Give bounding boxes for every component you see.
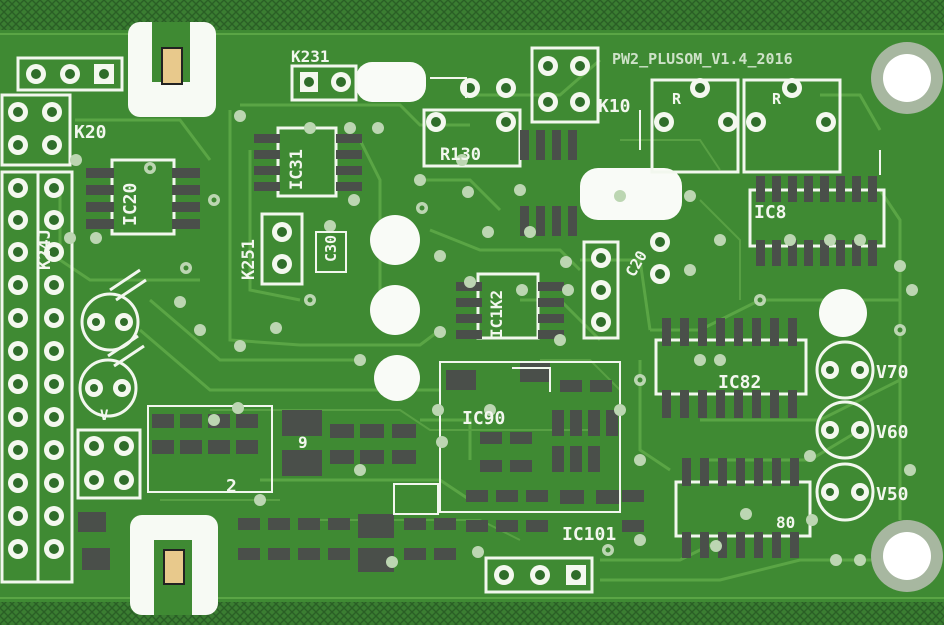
label-r2: R [772,90,782,108]
pins-80 [76,428,142,500]
label-v50: V50 [876,484,909,505]
mounting-holes [356,62,867,401]
relay-left [650,78,740,174]
label-ic101: IC101 [562,524,616,545]
label-ic20: IC20 [120,183,141,226]
label-board-title: PW2_PLUSOM_V1.4_2016 [612,50,793,68]
label-ic8: IC8 [754,202,787,223]
bottom-pins [484,556,594,594]
k10-pins [530,46,600,124]
label-ic31: IC31 [287,149,307,190]
label-k10: K10 [598,96,631,117]
label-9: 9 [298,433,308,452]
label-r130: R130 [440,145,481,165]
center-pins [582,232,670,340]
label-2: 2 [226,476,237,497]
led-left-2 [78,334,145,418]
label-k231: K231 [291,47,330,66]
label-v60: V60 [876,422,909,443]
label-k251: K251 [239,239,259,280]
left-header [0,93,74,584]
label-ic82: IC82 [718,372,761,393]
label-k24: K24J [35,229,55,270]
ic90-chip [446,362,618,472]
label-r1: R [672,90,682,108]
ic8-chip [748,176,886,266]
k231-pins [290,64,358,102]
label-ic90: IC90 [462,408,505,429]
k-top-pins [16,56,124,92]
led-v60 [815,400,875,460]
label-ic1k: IC1K2 [487,290,506,338]
smd-resistor-bank-left [152,410,416,476]
label-v: V [100,408,109,424]
label-80: 80 [776,513,795,532]
led-v50 [815,462,875,522]
relay-right [742,78,842,174]
smd-row-bottom [238,490,644,572]
chip-80 [674,458,812,558]
led-left-1 [80,268,147,352]
ic82-chip [654,318,808,418]
label-k20: K20 [74,122,107,143]
smd-chip-top [520,130,577,236]
label-c30: C30 [322,235,340,262]
led-v70 [815,340,875,400]
ic20-chip [86,158,200,236]
silk-outlines [315,77,881,515]
k251-pins [260,212,304,286]
label-v70: V70 [876,362,909,383]
